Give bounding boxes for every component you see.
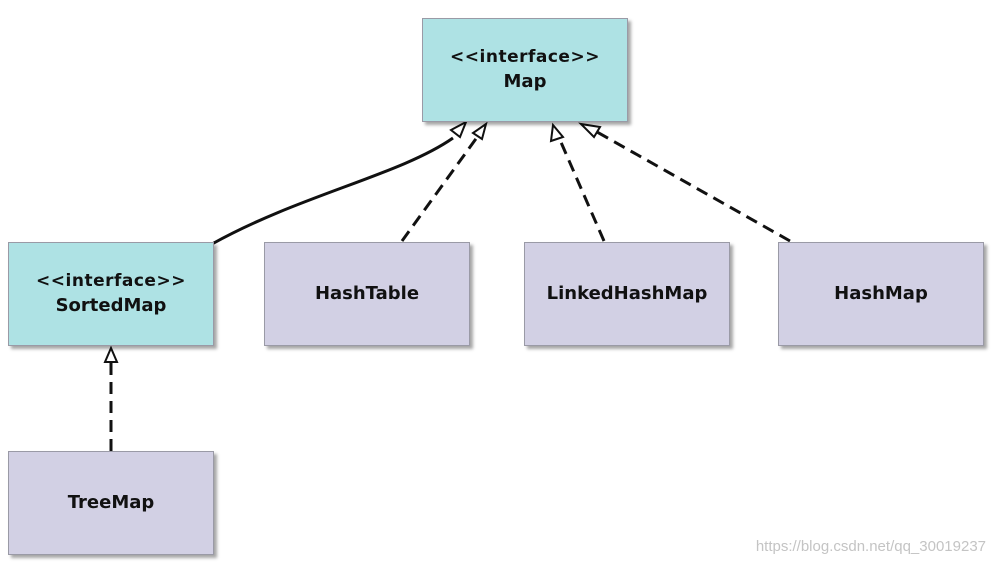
map-name: Map [503,71,547,93]
node-sortedmap-interface: <<interface>> SortedMap [8,242,214,346]
hashtable-name: HashTable [314,283,420,305]
node-treemap-class: TreeMap [8,451,214,555]
sortedmap-name: SortedMap [55,295,167,317]
arrowhead-linkedhashmap-map [549,122,565,143]
map-stereotype: <<interface>> [450,46,600,67]
edge-hashtable-map [400,135,480,242]
node-hashtable-class: HashTable [264,242,470,346]
hashmap-name: HashMap [834,283,928,305]
arrowhead-hashmap-map [578,122,602,139]
node-hashmap-class: HashMap [778,242,984,346]
node-map-interface: <<interface>> Map [422,18,628,122]
treemap-name: TreeMap [67,492,155,514]
edge-linkedhashmap-map [558,139,606,242]
node-linkedhashmap-class: LinkedHashMap [524,242,730,346]
arrowhead-sortedmap-map [449,119,468,139]
sortedmap-stereotype: <<interface>> [36,270,186,291]
watermark-text: https://blog.csdn.net/qq_30019237 [755,538,986,555]
arrowhead-treemap-sortedmap [103,345,119,363]
arrowhead-hashtable-map [471,121,488,141]
edge-sortedmap-map [211,136,454,246]
linkedhashmap-name: LinkedHashMap [546,283,708,305]
edge-hashmap-map [596,130,791,243]
